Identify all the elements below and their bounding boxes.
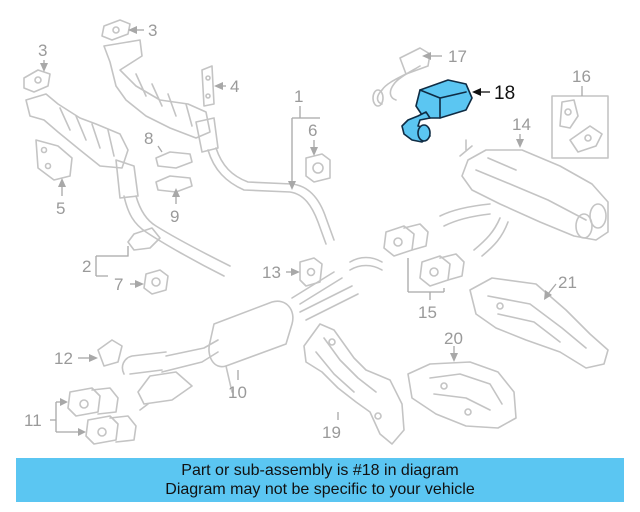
callout-6: 6 — [308, 121, 317, 140]
part-5-heat-shield — [35, 139, 73, 181]
callout-8: 8 — [144, 129, 153, 148]
part-2-flange — [127, 227, 161, 251]
callout-4: 4 — [230, 77, 239, 96]
info-banner: Part or sub-assembly is #18 in diagram D… — [16, 458, 624, 502]
part-3-top-bracket — [101, 19, 131, 41]
part-19-heat-shield — [303, 323, 405, 445]
callout-labels: 1 2 3 3 4 5 6 7 8 9 10 11 12 13 14 15 16… — [24, 21, 591, 442]
part-15-clamp-lower — [419, 253, 465, 287]
callout-14: 14 — [512, 115, 531, 134]
leader-lines — [40, 26, 583, 436]
callout-11: 11 — [24, 411, 42, 430]
part-16-hanger-set — [551, 95, 609, 159]
part-6-clamp — [305, 153, 331, 183]
part-15-clamp-upper — [383, 223, 429, 257]
callout-18-highlighted: 18 — [494, 83, 515, 104]
banner-line-1: Part or sub-assembly is #18 in diagram — [181, 462, 459, 479]
part-11-clamp-upper — [67, 387, 119, 417]
callout-19: 19 — [322, 423, 341, 442]
part-18-highlighted-muffler — [401, 79, 473, 143]
part-12-hanger — [97, 339, 123, 367]
part-3-left-bracket — [23, 69, 51, 93]
part-14-rear-muffler — [439, 139, 609, 257]
part-left-catalytic-converter — [25, 93, 231, 277]
part-8-clamp — [155, 151, 193, 169]
part-10-centre-muffler — [121, 256, 383, 411]
part-11-clamp-lower — [85, 415, 137, 445]
callout-10: 10 — [228, 383, 247, 402]
part-17-tailpipe — [372, 47, 431, 107]
part-7-gasket — [143, 269, 169, 295]
part-9-clamp — [155, 175, 193, 193]
callout-2: 2 — [82, 257, 91, 276]
callout-13: 13 — [262, 263, 281, 282]
callout-17: 17 — [448, 47, 467, 66]
callout-15: 15 — [418, 303, 437, 322]
callout-3-left: 3 — [38, 41, 47, 60]
callout-3-top: 3 — [148, 21, 157, 40]
callout-1: 1 — [294, 87, 303, 106]
part-21-heat-shield — [469, 277, 609, 369]
part-4-bracket — [201, 65, 215, 107]
callout-5: 5 — [56, 199, 65, 218]
callout-20: 20 — [444, 329, 463, 348]
callout-7: 7 — [114, 275, 123, 294]
part-20-heat-shield — [407, 361, 517, 429]
part-13-hanger — [299, 257, 323, 287]
part-right-catalytic-converter — [103, 39, 335, 245]
callout-21: 21 — [558, 273, 577, 292]
callout-12: 12 — [54, 349, 73, 368]
callout-9: 9 — [170, 207, 179, 226]
banner-line-2: Diagram may not be specific to your vehi… — [165, 481, 475, 498]
callout-16: 16 — [572, 67, 591, 86]
exhaust-parts-diagram: 1 2 3 3 4 5 6 7 8 9 10 11 12 13 14 15 16… — [23, 19, 609, 445]
